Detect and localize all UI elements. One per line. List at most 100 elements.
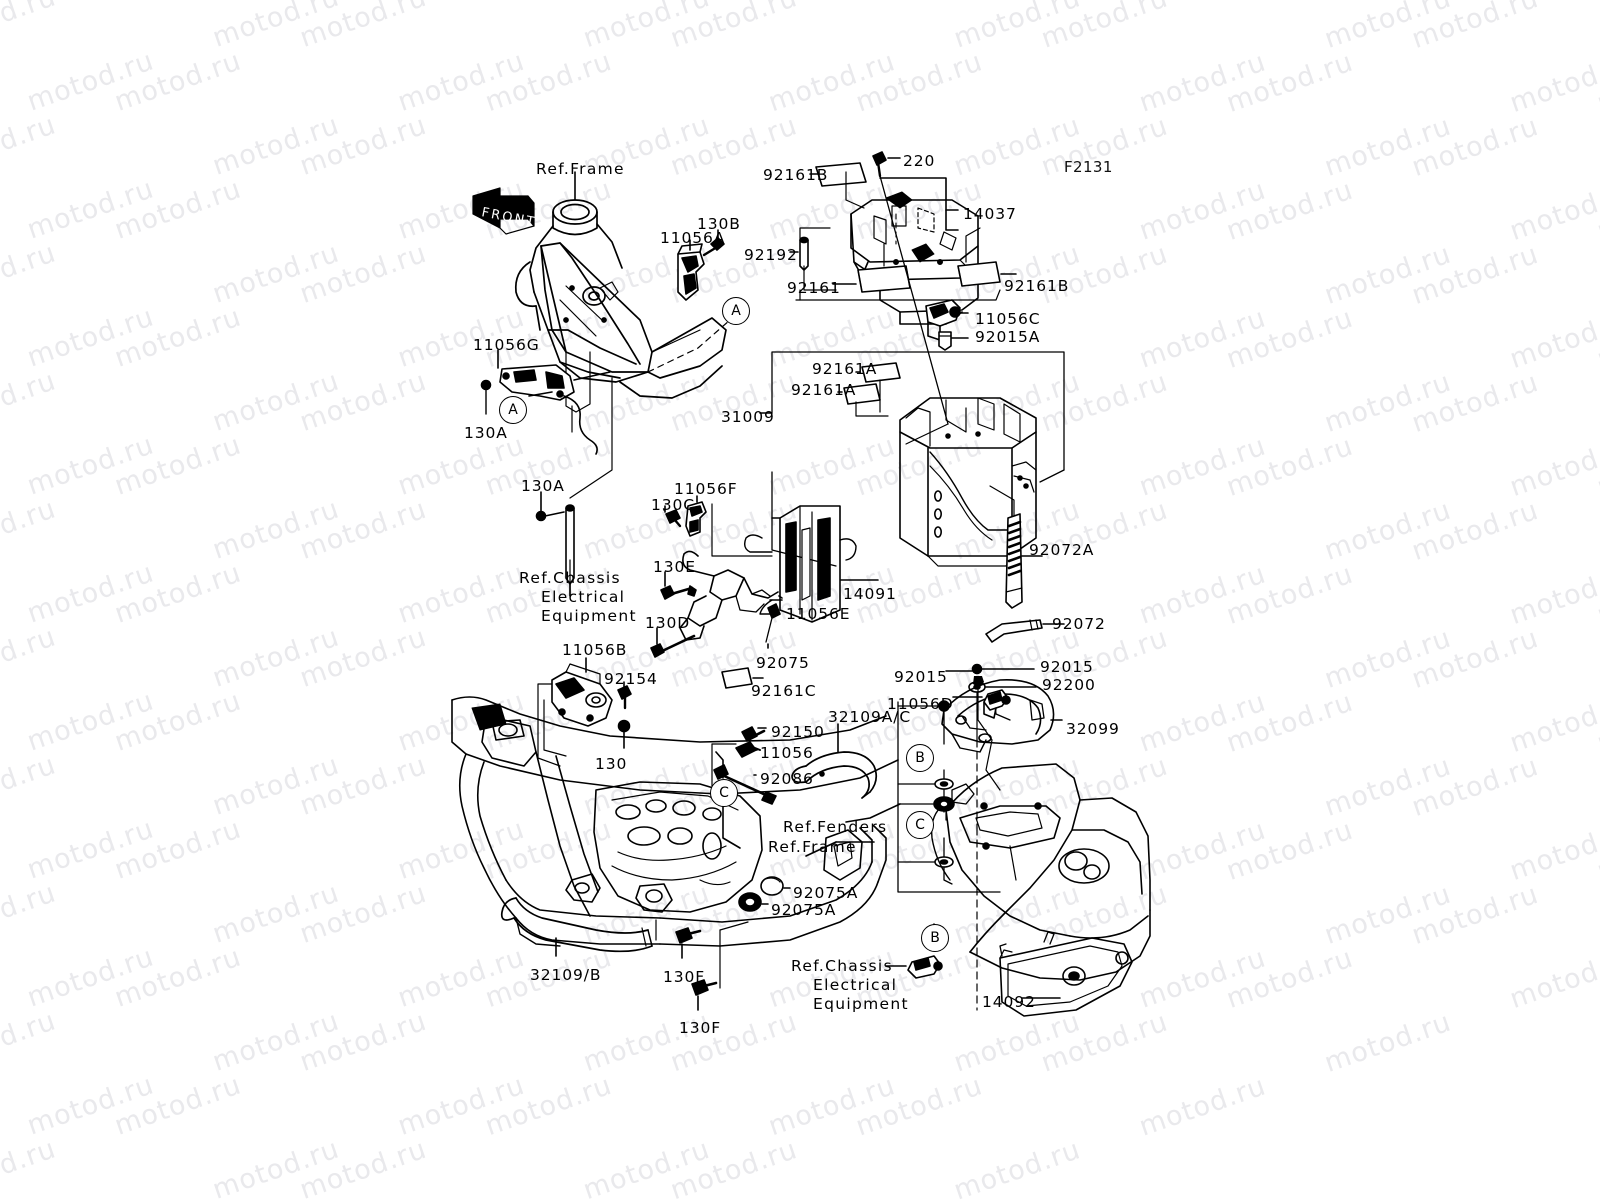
part-label-92161B: 92161B <box>763 166 829 184</box>
part-label-92161A: 92161A <box>791 381 857 399</box>
ref-chassis-electrical-bottom-line-3: Equipment <box>813 995 909 1013</box>
part-label-130D: 130D <box>645 614 691 632</box>
ref-chassis-electrical-left-line-1: Ref.Chassis <box>519 569 621 587</box>
part-label-14037: 14037 <box>963 205 1017 223</box>
part-14092-flap <box>999 931 1133 1017</box>
part-label-92154: 92154 <box>604 670 658 688</box>
part-32099-grab-rail <box>941 679 1055 753</box>
part-label-11056F: 11056F <box>674 480 738 498</box>
part-130F-1-bolt <box>675 927 702 944</box>
part-220-bolt <box>872 151 887 178</box>
part-92192-pin <box>799 236 809 271</box>
part-92161-plate <box>857 265 911 293</box>
leader-callout-C-1 <box>715 751 724 779</box>
ref-frame-mid: Ref.Frame <box>768 838 857 856</box>
part-11056G-bracket <box>499 364 598 455</box>
part-130D-bolt <box>650 634 696 658</box>
part-label-92075: 92075 <box>756 654 810 672</box>
group-14037-bracket <box>879 177 959 231</box>
part-label-92192: 92192 <box>744 246 798 264</box>
group-11056F-bracket <box>711 503 773 557</box>
part-label-92161: 92161 <box>787 279 841 297</box>
callout-B-1: B <box>906 744 934 772</box>
part-label-130B: 130B <box>697 215 741 233</box>
part-label-32109A-C: 32109A/C <box>828 708 912 726</box>
part-grommet-B <box>933 796 955 812</box>
connector-11056D-2 <box>985 739 1001 791</box>
part-label-130A: 130A <box>521 477 565 495</box>
group-14037-upper-link <box>799 227 831 241</box>
part-92161A-2-plate <box>843 383 881 405</box>
group-14037-lower-bracket <box>795 289 1001 301</box>
part-11056E-bracket <box>679 550 779 641</box>
part-label-92075A: 92075A <box>771 901 837 919</box>
part-92072-strip <box>985 619 1043 643</box>
callout-B-2: B <box>921 924 949 952</box>
part-label-220: 220 <box>903 152 936 170</box>
part-130F-2-bolt <box>691 979 718 996</box>
leader-220-long <box>879 175 949 425</box>
part-label-92161A: 92161A <box>812 360 878 378</box>
part-label-92150: 92150 <box>771 723 825 741</box>
part-label-32099: 32099 <box>1066 720 1120 738</box>
group-11056B-bracket <box>537 683 561 767</box>
part-label-14091: 14091 <box>843 585 897 603</box>
part-92086-rod <box>713 764 777 805</box>
part-label-92015A: 92015A <box>975 328 1041 346</box>
part-label-11056B: 11056B <box>562 641 628 659</box>
leader-callout-A-2 <box>528 391 553 397</box>
part-92015A-nut <box>938 331 952 351</box>
part-label-11056E: 11056E <box>786 605 851 623</box>
part-32109AC-hose <box>791 751 878 799</box>
part-92075A-2-grommet <box>738 892 762 912</box>
part-label-130F: 130F <box>663 968 706 986</box>
part-label-32109-B: 32109/B <box>530 966 602 984</box>
group-11056B-bracket-2 <box>543 699 567 757</box>
connector-11056G <box>573 371 611 381</box>
callout-A-2: A <box>499 396 527 424</box>
part-label-130E: 130E <box>653 558 696 576</box>
part-130B-bolt <box>702 237 725 257</box>
part-92161A-1-plate <box>861 362 901 383</box>
part-label-11056C: 11056C <box>975 310 1041 328</box>
connector-92192 <box>803 265 837 291</box>
ref-frame-top: Ref.Frame <box>536 160 625 178</box>
diagram-code: F2131 <box>1064 158 1113 176</box>
part-130E-bolt <box>660 585 697 600</box>
part-label-92200: 92200 <box>1042 676 1096 694</box>
part-label-14092: 14092 <box>982 993 1036 1011</box>
connector-fender-inner <box>1009 845 1017 881</box>
part-label-31009: 31009 <box>721 408 775 426</box>
part-92072A-strip <box>1005 513 1023 609</box>
part-label-11056: 11056 <box>760 744 814 762</box>
connector-92161A-2 <box>855 401 889 417</box>
leader-callout-C-1b <box>722 805 741 849</box>
leader-130A-2b <box>544 511 565 517</box>
part-92075-1-grommet <box>765 603 781 643</box>
leader-11056E <box>778 595 783 599</box>
connector-92161B-2 <box>965 227 981 263</box>
part-92161B-1-plate <box>815 162 867 187</box>
group-31009-right-link <box>1039 469 1065 483</box>
part-label-92161C: 92161C <box>751 682 817 700</box>
part-label-92086: 92086 <box>760 770 814 788</box>
part-92161B-2-plate <box>957 261 1001 287</box>
part-14091-regulator <box>743 505 857 623</box>
part-11056C-bracket <box>925 299 961 341</box>
front-arrow-icon: FRONT <box>472 187 538 235</box>
part-label-92015: 92015 <box>1040 658 1094 676</box>
callout-C-2: C <box>906 811 934 839</box>
ref-chassis-electrical-bottom-line-1: Ref.Chassis <box>791 957 893 975</box>
part-130A-1-bolt <box>480 379 492 415</box>
ref-chassis-electrical-bottom-line-2: Electrical <box>813 976 898 994</box>
frame-head-assembly <box>514 199 731 433</box>
callout-A-1: A <box>722 297 750 325</box>
part-label-92015: 92015 <box>894 668 948 686</box>
leader-ref-fenders <box>845 803 901 823</box>
part-130A-2-pin <box>565 504 575 597</box>
part-label-130A: 130A <box>464 424 508 442</box>
part-11056F-bracket <box>685 501 707 537</box>
